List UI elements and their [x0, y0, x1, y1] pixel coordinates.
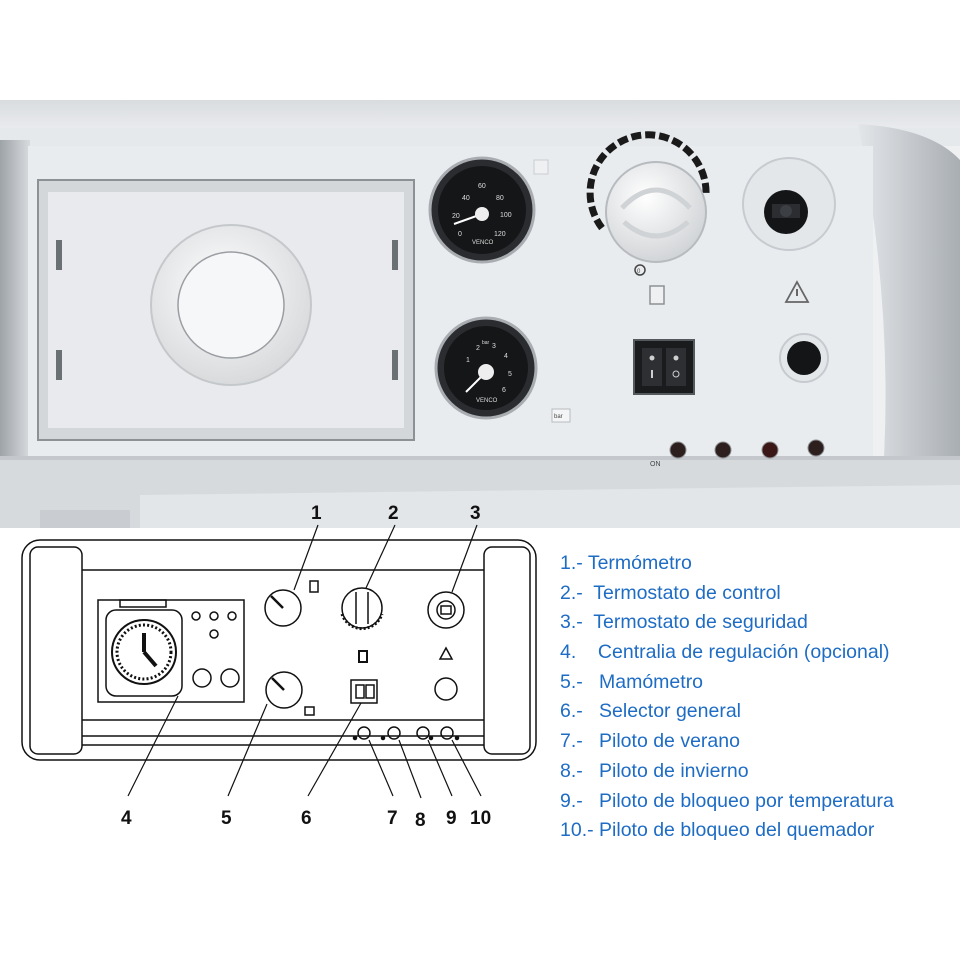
thermometer-tick: 20	[452, 213, 460, 220]
control-thermostat-knob[interactable]	[605, 161, 707, 263]
thermostat-symbol-icon	[649, 285, 665, 305]
callout-9: 9	[446, 808, 457, 829]
pilot-on-label: ON	[650, 461, 661, 468]
thermometer-label-box	[533, 159, 549, 175]
schematic-left-cap	[29, 546, 83, 755]
switch-indicator-icon	[673, 355, 679, 361]
summer-pilot-light	[669, 441, 687, 459]
burner-lock-pilot-light	[807, 439, 825, 457]
thermometer-tick: 40	[462, 195, 470, 202]
legend-item: 3.- Termostato de seguridad	[560, 611, 808, 634]
schematic-outline	[21, 539, 537, 761]
schematic-pilots	[352, 726, 460, 741]
legend-item: 4. Centralia de regulación (opcional)	[560, 641, 890, 664]
callout-6: 6	[301, 808, 312, 829]
manometer-tick: 4	[504, 353, 508, 360]
manometer-tick: 3	[492, 343, 496, 350]
safety-thermostat[interactable]	[742, 157, 836, 251]
schematic-right-cap	[483, 546, 531, 755]
thermometer-tick: 120	[494, 231, 506, 238]
control-thermostat[interactable]: 0	[586, 131, 710, 276]
panel-schematic: 1 2 3 4 5 6 7 8 9 10	[21, 503, 537, 831]
callout-4: 4	[121, 808, 132, 829]
thermometer-gauge: 40 60 80 100 20 120 0 VENCO	[428, 156, 536, 264]
thermometer-brand: VENCO	[472, 240, 494, 246]
legend-item: 10.- Piloto de bloqueo del quemador	[560, 819, 875, 842]
schematic-programmer	[97, 599, 245, 703]
schematic-safety-thermostat	[427, 591, 465, 701]
manometer-brand: VENCO	[476, 398, 498, 404]
switch-indicator-icon	[649, 355, 655, 361]
legend-item: 8.- Piloto de invierno	[560, 759, 749, 782]
callout-10: 10	[470, 808, 491, 829]
component-legend: 1.- Termómetro 2.- Termostato de control…	[560, 549, 960, 846]
manometer-label-box: bar	[551, 408, 571, 423]
legend-item: 9.- Piloto de bloqueo por temperatura	[560, 789, 894, 812]
callout-7: 7	[387, 808, 398, 829]
callout-5: 5	[221, 808, 232, 829]
schematic-manometer	[265, 671, 315, 716]
thermostat-zero-label: 0	[637, 269, 641, 275]
legend-item: 5.- Mamómetro	[560, 670, 704, 693]
manometer-tick: 2	[476, 345, 480, 352]
boiler-panel-photo: 40 60 80 100 20 120 0 VENCO 1 2 3 4 5 6 …	[0, 100, 960, 528]
main-switch[interactable]	[633, 339, 695, 395]
manometer-gauge: 1 2 3 4 5 6 bar VENCO	[434, 316, 538, 420]
legend-item: 1.- Termómetro	[560, 552, 692, 574]
schematic-thermometer	[264, 580, 319, 627]
callout-2: 2	[388, 503, 399, 524]
thermometer-tick: 100	[500, 212, 512, 219]
warning-triangle-icon	[784, 280, 810, 303]
callout-1: 1	[311, 503, 322, 524]
thermometer-tick: 0	[458, 231, 462, 238]
legend-item: 7.- Piloto de verano	[560, 730, 740, 753]
manometer-unit: bar	[482, 340, 490, 346]
programmer-cover	[37, 179, 415, 441]
manometer-tick: 5	[508, 371, 512, 378]
callout-leaders	[127, 524, 482, 799]
manometer-side-label: bar	[554, 414, 563, 420]
winter-pilot-light	[714, 441, 732, 459]
schematic-selector	[350, 679, 378, 704]
thermometer-tick: 60	[478, 183, 486, 190]
legend-item: 2.- Termostato de control	[560, 581, 781, 604]
thermometer-tick: 80	[496, 195, 504, 202]
schematic-control-thermostat	[340, 587, 384, 663]
manometer-tick: 6	[502, 387, 506, 394]
legend-item: 6.- Selector general	[560, 700, 742, 723]
callout-3: 3	[470, 503, 481, 524]
temperature-lock-pilot-light	[761, 441, 779, 459]
reset-button[interactable]	[779, 333, 829, 383]
manometer-tick: 1	[466, 357, 470, 364]
callout-8: 8	[415, 810, 426, 831]
